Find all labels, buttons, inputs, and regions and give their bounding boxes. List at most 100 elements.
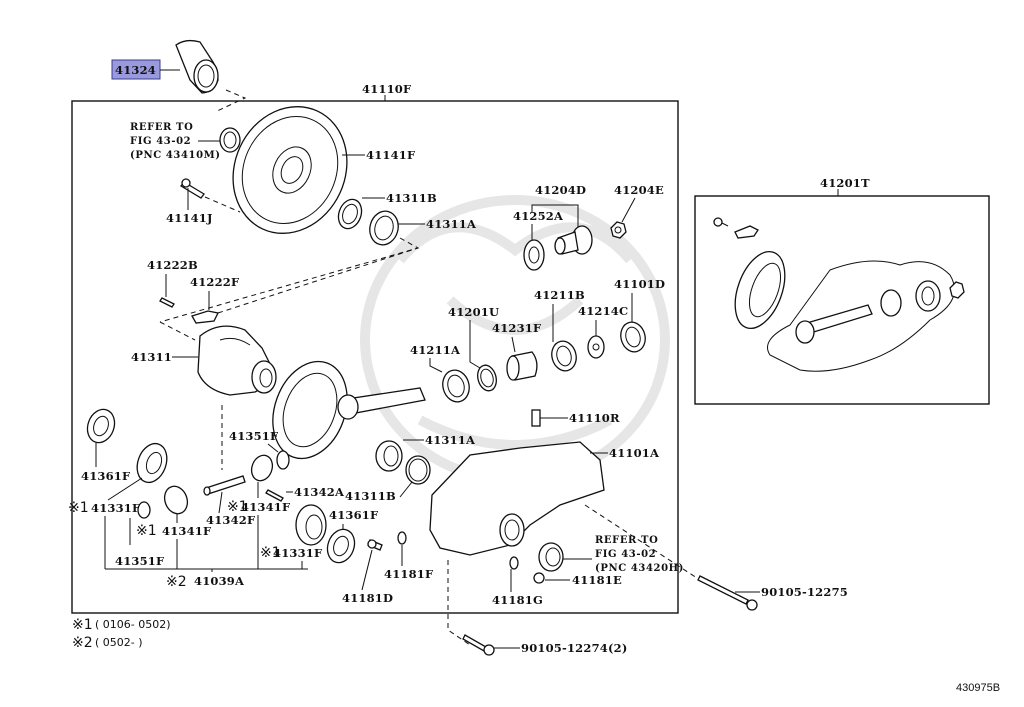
part-ring-gear-pinion <box>272 360 426 460</box>
svg-text:※1: ※1 <box>136 523 157 539</box>
svg-text:※2: ※2 <box>72 635 93 651</box>
callout-41311A-top[interactable]: 41311A <box>426 217 477 231</box>
svg-text:(PNC 43420H): (PNC 43420H) <box>595 563 684 574</box>
callout-41331F-left[interactable]: 41331F <box>91 501 141 515</box>
callout-41222F[interactable]: 41222F <box>190 275 240 289</box>
watermark-emblem <box>360 195 670 485</box>
callout-41252A[interactable]: 41252A <box>513 209 564 223</box>
part-41101A[interactable]: 41101A <box>429 441 736 646</box>
assembly-frame-41110F: 41110F <box>71 82 679 614</box>
part-90105-12274[interactable]: 90105-12274(2) <box>462 634 627 656</box>
part-41181D[interactable]: 41181D <box>342 539 393 605</box>
illustration-code: 430975B <box>956 682 1000 694</box>
part-41231F[interactable]: 41231F <box>492 321 542 381</box>
part-41351F-left[interactable]: 41351F <box>115 501 165 568</box>
svg-text:※1: ※1 <box>227 499 248 515</box>
callout-41222B[interactable]: 41222B <box>147 258 198 272</box>
svg-text:※1: ※1 <box>260 545 281 561</box>
callout-41110R[interactable]: 41110R <box>569 411 620 425</box>
callout-41361F-left[interactable]: 41361F <box>81 469 131 483</box>
callout-41342A[interactable]: 41342A <box>294 485 345 499</box>
refer-link-fig-43-02-bottom[interactable]: FIG 43-02 <box>595 549 656 560</box>
callout-41181G[interactable]: 41181G <box>492 593 543 607</box>
callout-41311[interactable]: 41311 <box>131 350 172 364</box>
callout-41181E[interactable]: 41181E <box>572 573 622 587</box>
part-41331F-right[interactable]: ※1 41331F <box>260 504 327 569</box>
callout-41211A[interactable]: 41211A <box>410 343 461 357</box>
part-41141J[interactable]: 41141J <box>166 178 241 225</box>
part-41181F[interactable]: 41181F <box>384 531 434 581</box>
callout-90105-12275[interactable]: 90105-12275 <box>761 585 848 599</box>
callout-41311B-low[interactable]: 41311B <box>345 489 396 503</box>
callout-41201T[interactable]: 41201T <box>820 176 870 190</box>
svg-text:※1: ※1 <box>68 500 89 516</box>
part-41201T-kit[interactable]: 41201T <box>694 176 990 405</box>
svg-text:( 0502- ): ( 0502- ) <box>95 636 143 649</box>
callout-41101A[interactable]: 41101A <box>609 446 660 460</box>
callout-41231F[interactable]: 41231F <box>492 321 542 335</box>
part-41110R[interactable]: 41110R <box>531 409 620 427</box>
callout-41181F[interactable]: 41181F <box>384 567 434 581</box>
part-41361F-left[interactable]: 41361F <box>81 406 131 483</box>
part-41342A[interactable]: 41342A <box>265 485 345 502</box>
part-41361F-right[interactable]: 41361F <box>323 508 379 566</box>
callout-41351F-top[interactable]: 41351F <box>229 429 279 443</box>
callout-41342F[interactable]: 41342F <box>206 513 256 527</box>
callout-41341F-mid[interactable]: 41341F <box>241 500 291 514</box>
part-41311B-low[interactable]: 41311B <box>345 455 431 503</box>
callout-41341F-left[interactable]: 41341F <box>162 524 212 538</box>
part-41101D[interactable]: 41101D <box>614 277 665 355</box>
callout-41204E[interactable]: 41204E <box>614 183 664 197</box>
callout-41204D[interactable]: 41204D <box>535 183 586 197</box>
callout-41351F-left[interactable]: 41351F <box>115 554 165 568</box>
callout-41311B-top[interactable]: 41311B <box>386 191 437 205</box>
part-41222B[interactable]: 41222B <box>147 258 198 308</box>
svg-text:※2: ※2 <box>166 574 187 590</box>
refer-note-top: REFER TO FIG 43-02 (PNC 43410M) <box>130 122 241 161</box>
refer-link-fig-43-02-top[interactable]: FIG 43-02 <box>130 136 191 147</box>
part-41141F[interactable]: 41141F <box>213 88 416 252</box>
callout-41181D[interactable]: 41181D <box>342 591 393 605</box>
part-41204E[interactable]: 41204E <box>610 183 664 239</box>
svg-text:※1: ※1 <box>72 617 93 633</box>
callout-41110F[interactable]: 41110F <box>362 82 412 96</box>
part-41204D[interactable]: 41204D <box>531 183 593 255</box>
part-41342F[interactable]: 41342F <box>203 475 256 527</box>
part-41211B[interactable]: 41211B <box>534 288 585 374</box>
part-41331F-left[interactable]: ※1 41331F <box>68 477 143 569</box>
part-41311A-low[interactable]: 41311A <box>375 433 476 472</box>
svg-text:( 0106- 0502): ( 0106- 0502) <box>95 618 171 631</box>
part-41252A[interactable]: 41252A <box>513 209 564 271</box>
callout-41324[interactable]: 41324 <box>115 63 156 77</box>
callout-41101D[interactable]: 41101D <box>614 277 665 291</box>
callout-41361F-right[interactable]: 41361F <box>329 508 379 522</box>
part-41181E[interactable]: 41181E <box>533 572 622 587</box>
part-41181G[interactable]: 41181G <box>492 556 543 607</box>
part-41324[interactable]: 41324 <box>111 39 247 113</box>
svg-text:(PNC 43410M): (PNC 43410M) <box>130 150 221 161</box>
callout-41141J[interactable]: 41141J <box>166 211 213 225</box>
part-41211A[interactable]: 41211A <box>410 343 473 405</box>
part-41311[interactable]: 41311 <box>131 325 277 470</box>
part-41222F[interactable]: 41222F <box>159 247 419 341</box>
callout-41331F-right[interactable]: 41331F <box>273 546 323 560</box>
legend: ※1 ( 0106- 0502) ※2 ( 0502- ) <box>72 617 171 651</box>
part-41039A-kit[interactable]: ※2 41039A <box>105 568 308 590</box>
callout-41211B[interactable]: 41211B <box>534 288 585 302</box>
part-90105-12275[interactable]: 90105-12275 <box>697 575 848 611</box>
callout-41214C[interactable]: 41214C <box>578 304 628 318</box>
svg-text:REFER TO: REFER TO <box>130 122 193 133</box>
part-41351F-top[interactable]: 41351F <box>229 429 290 470</box>
part-41311B-top[interactable]: 41311B <box>335 191 437 232</box>
callout-41141F[interactable]: 41141F <box>366 148 416 162</box>
callout-90105-12274[interactable]: 90105-12274(2) <box>521 641 627 655</box>
part-41311A-top[interactable]: 41311A <box>159 208 477 323</box>
part-41341F-left[interactable]: ※1 41341F <box>136 483 212 569</box>
callout-41311A-low[interactable]: 41311A <box>425 433 476 447</box>
part-41214C[interactable]: 41214C <box>578 304 628 359</box>
part-41341F-mid[interactable]: ※1 41341F <box>227 452 291 569</box>
callout-41201U[interactable]: 41201U <box>448 305 499 319</box>
callout-41039A[interactable]: 41039A <box>194 574 245 588</box>
part-41201U[interactable]: 41201U <box>448 305 499 393</box>
